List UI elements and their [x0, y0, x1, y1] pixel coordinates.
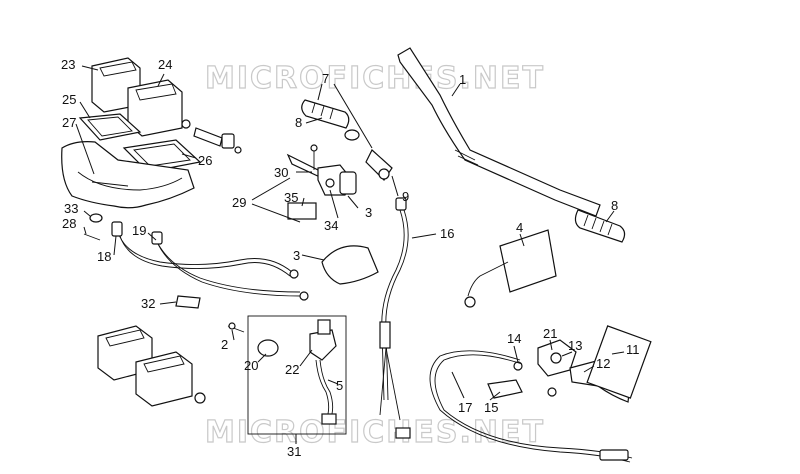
callout-7: 7 — [322, 71, 329, 86]
callout-25: 25 — [62, 92, 76, 107]
callout-8-right: 8 — [611, 198, 618, 213]
watermark-top: MICROFICHES.NET — [205, 61, 545, 96]
callout-35: 35 — [284, 190, 298, 205]
callout-9: 9 — [402, 189, 409, 204]
switch-kit-frame — [247, 315, 347, 435]
callout-2: 2 — [221, 337, 228, 352]
right-lever-assembly — [487, 325, 652, 403]
callout-1: 1 — [459, 72, 466, 87]
callout-29: 29 — [232, 195, 246, 210]
callout-18: 18 — [97, 249, 111, 264]
mirror — [464, 229, 557, 308]
center-cable — [379, 197, 411, 439]
callout-13: 13 — [568, 338, 582, 353]
callout-3-cover: 3 — [293, 248, 300, 263]
cable-adjuster — [599, 449, 629, 461]
callout-3-lever: 3 — [365, 205, 372, 220]
callout-12: 12 — [596, 356, 610, 371]
callout-17: 17 — [458, 400, 472, 415]
throttle-cable — [429, 350, 631, 463]
spare-instruments — [97, 325, 206, 407]
handlebar — [397, 47, 626, 243]
switch-cables — [111, 221, 309, 301]
callout-19: 19 — [132, 223, 146, 238]
callout-32: 32 — [141, 296, 155, 311]
callout-15: 15 — [484, 400, 498, 415]
leader-lines — [75, 65, 625, 444]
callout-24: 24 — [158, 57, 172, 72]
instrument-cowling — [61, 57, 242, 241]
callout-20: 20 — [244, 358, 258, 373]
callout-labels: 1 2 3 3 4 5 7 8 8 9 11 12 13 14 15 16 17… — [61, 57, 640, 459]
callout-30: 30 — [274, 165, 288, 180]
callout-31: 31 — [287, 444, 301, 459]
callout-22: 22 — [285, 362, 299, 377]
callout-34: 34 — [324, 218, 338, 233]
throttle-grip — [301, 99, 393, 181]
callout-33: 33 — [64, 201, 78, 216]
callout-11: 11 — [626, 342, 640, 357]
callout-8-left: 8 — [295, 115, 302, 130]
switch-kit — [227, 319, 337, 425]
callout-21: 21 — [543, 326, 557, 341]
cable-clip — [175, 295, 201, 309]
left-lever-assembly — [286, 144, 357, 220]
watermark-bottom: MICROFICHES.NET — [205, 415, 545, 450]
callout-16: 16 — [440, 226, 454, 241]
callout-26: 26 — [198, 153, 212, 168]
callout-28: 28 — [62, 216, 76, 231]
callout-27: 27 — [62, 115, 76, 130]
lever-cover — [321, 245, 379, 285]
callout-4: 4 — [516, 220, 523, 235]
callout-5: 5 — [336, 378, 343, 393]
callout-23: 23 — [61, 57, 75, 72]
callout-14: 14 — [507, 331, 521, 346]
